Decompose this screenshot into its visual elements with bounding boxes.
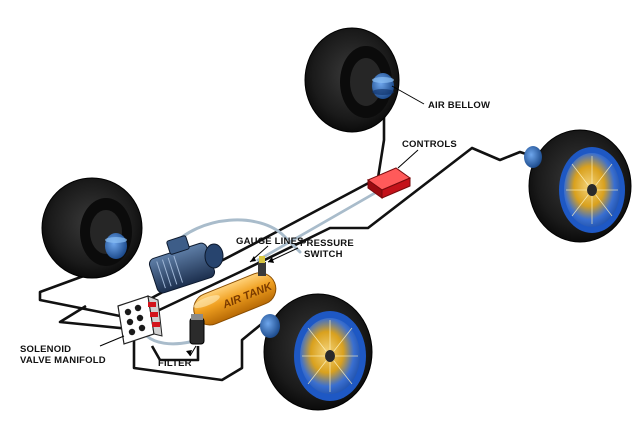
air-line-loop	[58, 304, 141, 332]
front-left-air-bellow	[105, 233, 127, 259]
label-pressure-switch-line2: SWITCH	[304, 249, 343, 260]
solenoid-valve-manifold	[117, 295, 163, 345]
label-solenoid-line2: VALVE MANIFOLD	[20, 355, 106, 366]
label-controls: CONTROLS	[402, 139, 457, 150]
label-air-bellow: AIR BELLOW	[428, 100, 490, 111]
compressor	[148, 235, 224, 294]
rear-right-air-bellow	[524, 146, 542, 168]
air-tank: AIR TANK	[193, 272, 277, 326]
leader-air-bellow	[391, 85, 425, 105]
controls-box	[366, 167, 412, 199]
gauge-line-2	[256, 188, 382, 262]
rear-left-air-bellow	[372, 73, 394, 99]
front-right-wheel	[263, 293, 373, 411]
filter	[189, 314, 205, 345]
rear-right-wheel	[528, 129, 632, 243]
air-line-rear-right	[154, 146, 533, 314]
label-gauge-lines: GAUGE LINES	[236, 236, 304, 247]
front-right-air-bellow	[260, 314, 280, 338]
air-line-front-right	[132, 320, 265, 382]
front-left-wheel	[41, 177, 143, 279]
label-filter: FILTER	[158, 358, 192, 369]
leader-filter	[189, 345, 197, 357]
air-line-filter	[150, 345, 200, 362]
leader-solenoid	[99, 335, 125, 347]
rear-left-wheel	[304, 27, 400, 133]
label-solenoid-line1: SOLENOID	[20, 344, 71, 355]
pressure-switch	[258, 256, 266, 276]
leader-pressure-switch	[267, 247, 299, 263]
label-pressure-switch-line1: PRESSURE	[300, 238, 354, 249]
leader-controls	[397, 149, 419, 169]
